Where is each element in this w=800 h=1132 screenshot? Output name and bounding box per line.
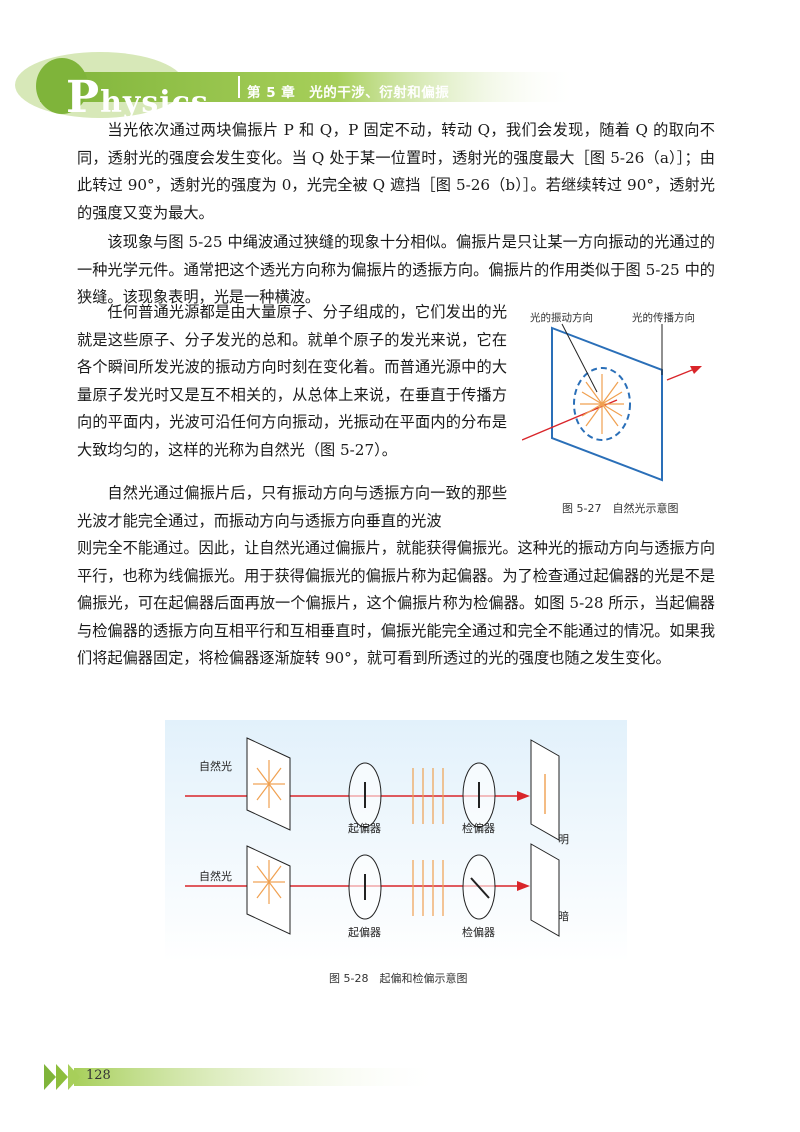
figure-5-28: 自然光 起偏器 检偏器 明 自然光 起偏器 检偏器 暗 <box>165 720 627 962</box>
figure-5-27-caption: 图 5-27 自然光示意图 <box>562 502 679 515</box>
label-analyzer-1: 检偏器 <box>462 822 495 835</box>
label-dark: 暗 <box>558 910 569 923</box>
label-polarizer-2: 起偏器 <box>348 926 381 939</box>
page-number: 128 <box>86 1068 111 1083</box>
figure-5-28-caption: 图 5-28 起偏和检偏示意图 <box>329 972 468 985</box>
paragraph-4a: 自然光通过偏振片后，只有振动方向与透振方向一致的那些光波才能完全通过，而振动方向… <box>77 484 507 530</box>
header-banner <box>15 52 580 118</box>
label-propagation-direction: 光的传播方向 <box>632 312 695 324</box>
natural-light-diagram <box>522 323 702 482</box>
paragraph-4b: 则完全不能通过。因此，让自然光通过偏振片，就能获得偏振光。这种光的振动方向与透振… <box>77 539 715 668</box>
label-bright: 明 <box>558 833 569 846</box>
paragraph-3: 任何普通光源都是由大量原子、分子组成的，它们发出的光就是这些原子、分子发光的总和… <box>77 303 507 459</box>
label-natural-light-2: 自然光 <box>199 870 232 883</box>
polarizer-analyzer-diagram <box>185 737 560 937</box>
page-header: Physics 第 5 章 光的干涉、衍射和偏振 <box>0 0 800 123</box>
label-natural-light-1: 自然光 <box>199 760 232 773</box>
label-vibration-direction: 光的振动方向 <box>530 312 593 324</box>
label-analyzer-2: 检偏器 <box>462 926 495 939</box>
label-polarizer-1: 起偏器 <box>348 822 381 835</box>
paragraph-2: 该现象与图 5-25 中绳波通过狭缝的现象十分相似。偏振片是只让某一方向振动的光… <box>77 233 715 307</box>
brand-logo: Physics <box>66 72 209 123</box>
footer-bar <box>44 1064 444 1090</box>
paragraph-1: 当光依次通过两块偏振片 P 和 Q，P 固定不动，转动 Q，我们会发现，随着 Q… <box>77 121 715 222</box>
figure-5-27: 光的振动方向 光的传播方向 图 5-27 自然光示意图 <box>522 300 717 520</box>
chapter-title: 第 5 章 光的干涉、衍射和偏振 <box>247 85 450 101</box>
